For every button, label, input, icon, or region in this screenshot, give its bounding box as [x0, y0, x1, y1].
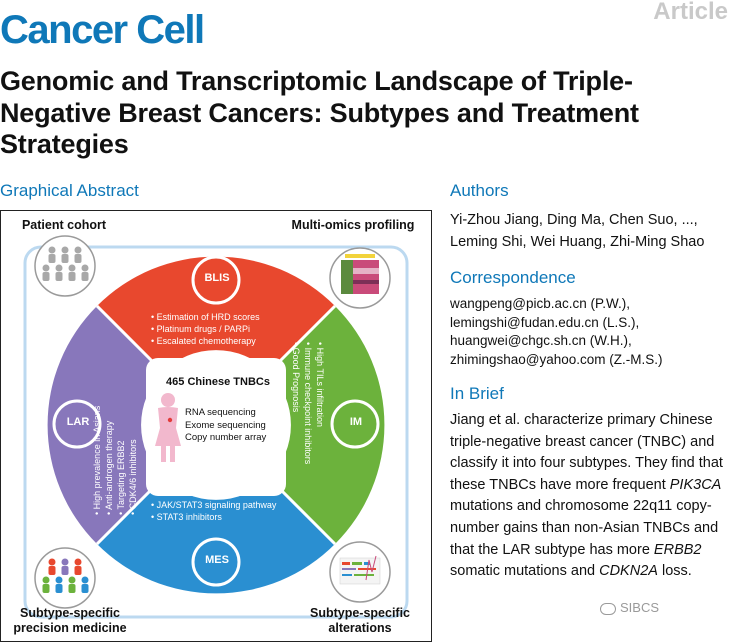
article-title: Genomic and Transcriptomic Landscape of … — [0, 66, 639, 159]
correspondence-list: wangpeng@picb.ac.cn (P.W.), lemingshi@fu… — [450, 295, 663, 369]
sequencing-item: Copy number array — [185, 432, 267, 443]
sequencing-item: Exome sequencing — [185, 419, 266, 431]
authors-heading: Authors — [450, 181, 509, 200]
im-bullet-list: • High TILs infiltration • Immune checkp… — [288, 342, 326, 510]
authors-line: Yi-Zhou Jiang, Ding Ma, Chen Suo, ..., — [450, 212, 698, 228]
gene-name: ERBB2 — [653, 541, 702, 558]
lar-badge — [52, 399, 101, 448]
lar-bullet-list: • High prevalence in Asians • Anti-andro… — [91, 347, 139, 515]
email-link[interactable]: zhimingshao@yahoo.com (Z.-M.S.) — [450, 351, 663, 367]
im-bullet: • Good Prognosis — [291, 342, 301, 413]
sequencing-list: RNA sequencing Exome sequencing Copy num… — [185, 407, 285, 445]
wechat-icon — [600, 602, 616, 615]
woman-figure-icon — [154, 392, 181, 462]
cohort-title: 465 Chinese TNBCs — [166, 376, 270, 388]
blis-bullet: • Platinum drugs / PARPi — [151, 324, 251, 334]
blis-bullet: • Escalated chemotherapy — [151, 336, 256, 346]
lar-bullet: • Targeting ERBB2 — [116, 440, 126, 515]
email-link[interactable]: wangpeng@picb.ac.cn (P.W.), — [450, 296, 631, 311]
graphical-abstract-figure: Patient cohort Multi-omics profiling Sub… — [0, 210, 432, 642]
lar-bullet: • CDK4/6 inhibitors — [128, 439, 138, 515]
blis-bullet: • Estimation of HRD scores — [151, 312, 260, 322]
im-badge — [330, 399, 379, 448]
mes-bullet: • JAK/STAT3 signaling pathway — [151, 500, 277, 510]
mes-badge — [191, 537, 240, 586]
im-bullet: • Immune checkpoint inhibitors — [303, 342, 313, 465]
im-segment — [268, 305, 384, 544]
im-bullet: • High TILs infiltration — [315, 342, 325, 428]
journal-logo: Cancer Cell — [0, 8, 205, 52]
correspondence-heading: Correspondence — [450, 268, 576, 287]
authors-list: Yi-Zhou Jiang, Ding Ma, Chen Suo, ..., L… — [450, 209, 732, 253]
lar-bullet: • High prevalence in Asians — [92, 405, 102, 515]
mes-label: MES — [205, 554, 229, 566]
sequencing-item: RNA sequencing — [185, 407, 256, 418]
patient-cohort-icon — [33, 234, 96, 297]
mes-segment — [96, 477, 335, 593]
precision-medicine-people-icon — [33, 546, 96, 609]
lar-segment — [47, 305, 163, 544]
multi-omics-heatmap-icon — [328, 246, 391, 309]
article-type-label: Article — [653, 0, 728, 25]
im-label: IM — [349, 416, 363, 428]
center-panel — [145, 357, 286, 496]
patient-cohort-label: Patient cohort — [21, 218, 107, 232]
email-link[interactable]: lemingshi@fudan.edu.cn (L.S.), — [450, 314, 640, 330]
subtype-ring — [47, 256, 384, 593]
graphical-abstract-svg — [23, 234, 408, 618]
in-brief-text: Jiang et al. characterize primary Chines… — [450, 412, 723, 580]
lar-bullet: • Anti-androgen therapy — [104, 420, 114, 515]
blis-label: BLIS — [204, 272, 230, 284]
in-brief-heading: In Brief — [450, 384, 504, 403]
blis-bullet-list: • Estimation of HRD scores • Platinum dr… — [151, 311, 321, 347]
graphical-abstract-heading: Graphical Abstract — [0, 181, 139, 200]
gene-name: CDKN2A — [599, 563, 658, 580]
watermark: SIBCS — [600, 600, 659, 616]
blis-badge — [191, 255, 240, 304]
subtype-alterations-label: Subtype-specific alterations — [309, 606, 411, 635]
alterations-plot-icon — [328, 540, 391, 603]
precision-medicine-label: Subtype-specific precision medicine — [13, 606, 127, 635]
lar-label: LAR — [66, 416, 90, 428]
mes-bullet: • Characteristics of CSCs — [151, 488, 253, 498]
gene-name: PIK3CA — [669, 476, 722, 493]
mes-bullet-list: • Characteristics of CSCs • JAK/STAT3 si… — [151, 487, 321, 523]
multi-omics-label: Multi-omics profiling — [291, 218, 415, 232]
blis-segment — [96, 256, 335, 372]
authors-line: Leming Shi, Wei Huang, Zhi-Ming Shao — [450, 234, 705, 250]
inner-frame — [23, 245, 408, 618]
email-link[interactable]: huangwei@chgc.sh.cn (W.H.), — [450, 333, 632, 348]
mes-bullet: • STAT3 inhibitors — [151, 512, 222, 522]
